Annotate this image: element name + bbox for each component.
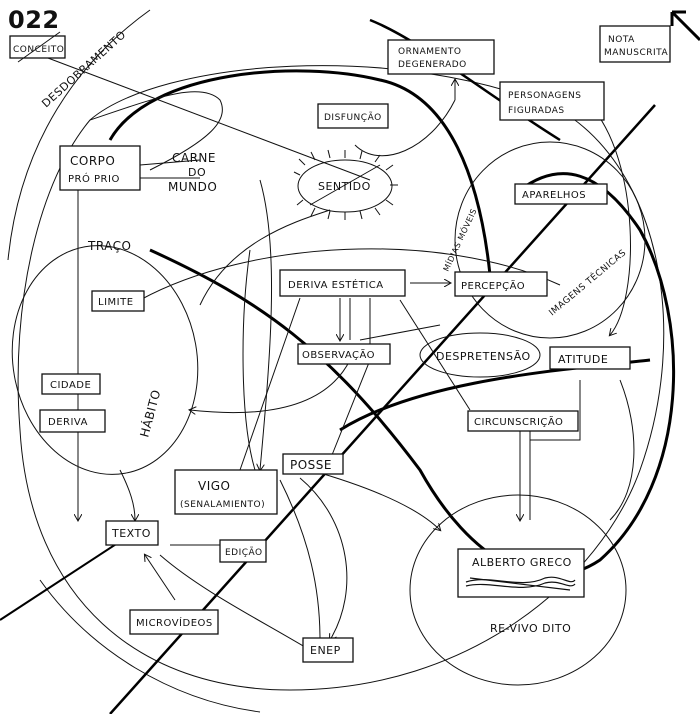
personagens-box (499, 81, 605, 121)
page-number: 022 (8, 6, 60, 34)
sentido-label: SENTIDO (318, 180, 371, 193)
corpo-box (59, 145, 141, 191)
percepcao-box (454, 271, 548, 297)
atitude-label: ATITUDE (558, 353, 608, 366)
alberto-greco-label: ALBERTO GRECO (472, 556, 572, 569)
aparelhos-label: APARELHOS (522, 190, 586, 201)
alberto-greco-ellipse (409, 494, 627, 686)
habito-ellipse (11, 245, 199, 475)
corpo-line1: CORPO (70, 154, 115, 168)
atitude-box (549, 346, 631, 370)
carne-line3: MUNDO (168, 180, 217, 194)
percepcao-ellipse (454, 141, 646, 339)
sentido-strike (309, 164, 381, 206)
traco-label: TRAÇO (87, 239, 132, 253)
percepcao-label: PERCEPÇÃO (461, 279, 525, 292)
re-vivo-dito-label: RE-VIVO DITO (490, 622, 571, 635)
deriva-box (39, 409, 106, 433)
page-arc-bottom-left (39, 579, 261, 713)
posse-box (282, 453, 344, 475)
disfuncao-box (317, 103, 389, 129)
ornamento-line2: DEGENERADO (398, 60, 467, 70)
ornamento-line1: ORNAMENTO (398, 47, 462, 57)
conceito-strike (17, 31, 61, 63)
circunscricao-box (467, 410, 579, 432)
edicao-box (219, 539, 267, 563)
disfuncao-label: DISFUNÇÃO (324, 112, 382, 123)
vigo-line2: (SENALAMIENTO) (180, 500, 265, 510)
scribble-mark (465, 576, 576, 591)
deriva-label: DERIVA (48, 417, 88, 428)
limite-label: LIMITE (98, 297, 134, 308)
corpo-line2: PRÓ PRIO (68, 172, 120, 185)
circunscricao-label: CIRCUNSCRIÇÃO (474, 415, 563, 428)
connector-lines (39, 54, 635, 650)
carne-line2: DO (188, 166, 206, 179)
nota-line2: MANUSCRITA (604, 48, 668, 58)
page-arc-left (7, 9, 151, 261)
posse-label: POSSE (290, 458, 332, 472)
despretensao-ellipse (419, 332, 541, 378)
nota-box (599, 25, 671, 63)
vigo-line1: VIGO (198, 479, 231, 493)
midias-moveis-label: MÍDIAS MÓVEIS (440, 206, 479, 273)
texto-label: TEXTO (111, 527, 151, 540)
limite-box (91, 290, 145, 312)
nota-line1: NOTA (608, 35, 635, 45)
habito-label: HÁBITO (136, 388, 163, 439)
texto-box (105, 520, 159, 546)
thick-curve-swirl (149, 172, 675, 577)
corner-arrow (670, 10, 700, 42)
conceito-label: CONCEITO (13, 45, 64, 55)
alberto-greco-box (457, 548, 585, 598)
carne-line1: CARNE (172, 151, 216, 165)
observacao-box (297, 343, 391, 365)
vigo-box (174, 469, 278, 515)
cidade-label: CIDADE (50, 380, 91, 391)
personagens-line1: PERSONAGENS (508, 91, 582, 101)
imagens-tecnicas-label: IMAGENS TÉCNICAS (546, 246, 628, 318)
observacao-label: OBSERVAÇÃO (302, 348, 375, 361)
conceito-box (9, 35, 66, 59)
edicao-label: EDIÇÃO (225, 547, 263, 558)
personagens-line2: FIGURADAS (508, 106, 565, 116)
deriva-estetica-box (279, 269, 406, 297)
ornamento-box (387, 39, 495, 75)
thick-curve-top (108, 69, 492, 276)
enep-label: ENEP (310, 644, 341, 657)
lower-left-line (0, 534, 131, 621)
deriva-estetica-label: DERIVA ESTÉTICA (288, 278, 384, 291)
aparelhos-box (514, 183, 608, 205)
microvideos-label: MICROVÍDEOS (136, 616, 213, 629)
cidade-box (41, 373, 101, 395)
despretensao-label: DESPRETENSÃO (436, 350, 531, 363)
enep-box (302, 637, 354, 663)
microvideos-box (129, 609, 219, 635)
